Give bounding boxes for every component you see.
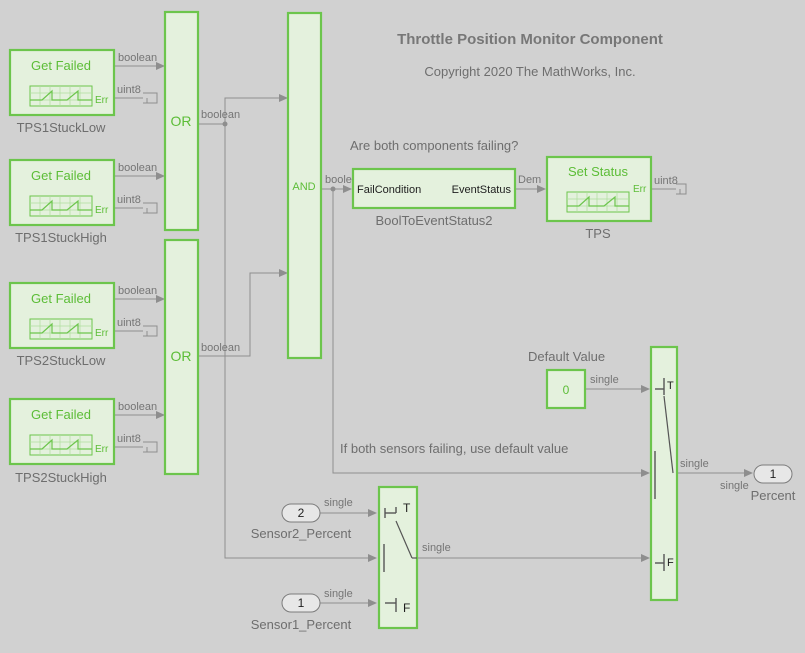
fail-condition-port: FailCondition [357,184,421,196]
default-annotation: If both sensors failing, use default val… [340,441,568,456]
inport-number: 1 [298,596,305,610]
signal-type-label: boolean [201,342,240,354]
block-label: TPS2StuckHigh [15,470,107,485]
block-text: Get Failed [31,168,91,183]
signal-type-label: boolean [118,401,157,413]
inport-sensor1[interactable]: 1 [281,593,321,613]
block-label: TPS2StuckLow [17,353,106,368]
signal-type-label: single [720,480,749,492]
signal-type-label: single [422,542,451,554]
block-text: Get Failed [31,58,91,73]
constant-value: 0 [563,383,570,397]
err-port-label: Err [95,328,109,339]
block-label: TPS1StuckLow [17,120,106,135]
block-label: TPS1StuckHigh [15,230,107,245]
or-block-2[interactable]: OR [163,238,200,476]
err-port-label: Err [95,205,109,216]
signal-type-label: boolean [118,162,157,174]
default-value-annotation: Default Value [528,349,605,364]
terminator-block[interactable] [143,441,158,453]
switch-block-2[interactable]: T F [649,345,679,602]
get-failed-block[interactable]: Get Failed Err [8,397,116,466]
get-failed-block[interactable]: Get Failed Err [8,158,116,227]
branch-point [222,121,228,127]
signal-type-label: Dem [518,174,541,186]
signal-type-label: boolean [118,285,157,297]
signal-type-label: uint8 [654,175,678,187]
event-status-port: EventStatus [452,184,512,196]
signal-line[interactable] [224,124,377,562]
signal-type-label: single [590,374,619,386]
signal-type-label: uint8 [117,194,141,206]
signal-type-label: boolean [118,52,157,64]
inport-label: Sensor1_Percent [251,617,352,632]
outport-number: 1 [770,467,777,481]
signal-type-label: uint8 [117,84,141,96]
bool-to-event-status-block[interactable]: FailCondition EventStatus [351,167,517,210]
err-port-label: Err [633,184,647,195]
block-label: TPS [585,226,611,241]
false-port-label: F [667,557,674,569]
inport-number: 2 [298,506,305,520]
scope-icon [566,191,630,213]
scope-icon [29,318,93,340]
signal-type-label: boolean [201,109,240,121]
terminator-block[interactable] [143,325,158,337]
constant-block[interactable]: 0 [545,368,587,410]
terminator-block[interactable] [676,183,687,195]
true-port-label: T [667,380,674,392]
scope-icon [29,85,93,107]
inport-label: Sensor2_Percent [251,526,352,541]
branch-point [330,186,336,192]
signal-line[interactable] [332,189,650,477]
signal-line[interactable] [198,269,288,357]
signal-type-label: single [680,458,709,470]
block-text: Set Status [568,164,628,179]
block-text: AND [292,181,315,193]
get-failed-block[interactable]: Get Failed Err [8,281,116,350]
copyright-note: Copyright 2020 The MathWorks, Inc. [424,64,635,79]
signal-type-label: single [324,588,353,600]
inport-sensor2[interactable]: 2 [281,503,321,523]
diagram-title: Throttle Position Monitor Component [397,31,663,48]
terminator-block[interactable] [143,92,158,104]
terminator-block[interactable] [143,202,158,214]
signal-type-label: uint8 [117,317,141,329]
block-text: Get Failed [31,407,91,422]
switch-block-1[interactable]: T F [377,485,419,630]
signal-line[interactable] [224,94,288,124]
outport-percent[interactable]: 1 [753,464,793,484]
block-text: Get Failed [31,291,91,306]
err-port-label: Err [95,444,109,455]
scope-icon [29,195,93,217]
false-port-label: F [403,601,410,615]
true-port-label: T [403,501,411,515]
block-text: OR [171,113,192,129]
get-failed-block[interactable]: Get Failed Err [8,48,116,117]
signal-type-label: single [324,497,353,509]
err-port-label: Err [95,95,109,106]
block-label: BoolToEventStatus2 [375,213,492,228]
set-status-block[interactable]: Set Status Err [545,155,653,223]
question-annotation: Are both components failing? [350,138,518,153]
outport-label: Percent [751,488,796,503]
block-text: OR [171,348,192,364]
or-block-1[interactable]: OR [163,10,200,232]
signal-type-label: uint8 [117,433,141,445]
and-block[interactable]: AND [286,11,323,360]
scope-icon [29,434,93,456]
